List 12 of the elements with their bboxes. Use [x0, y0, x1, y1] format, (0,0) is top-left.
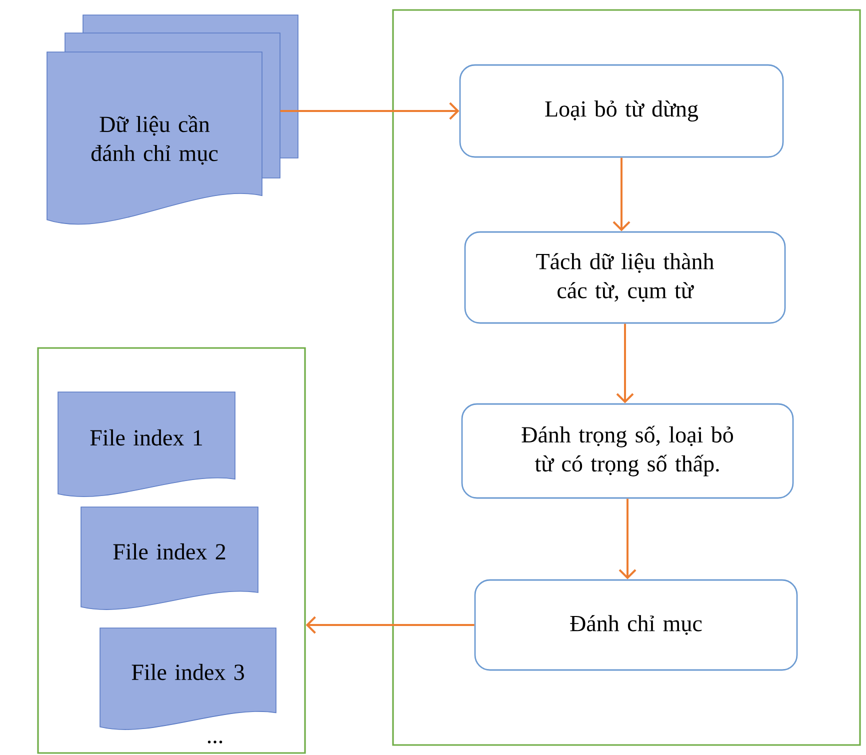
arrow [280, 102, 460, 120]
process-box: Đánh chỉ mục [474, 579, 798, 671]
process-box: Tách dữ liệu thành các từ, cụm từ [464, 231, 786, 324]
arrow [616, 324, 634, 404]
process-box: Loại bỏ từ dừng [459, 64, 784, 158]
group-frame [37, 347, 306, 754]
document-stack: Dữ liệu cần đánh chỉ mục [46, 14, 298, 225]
arrow [306, 616, 474, 634]
arrow [612, 158, 630, 232]
arrow [618, 498, 636, 580]
process-box: Đánh trọng số, loại bỏ từ có trọng số thấp. [461, 403, 794, 499]
group-frame [392, 9, 861, 746]
